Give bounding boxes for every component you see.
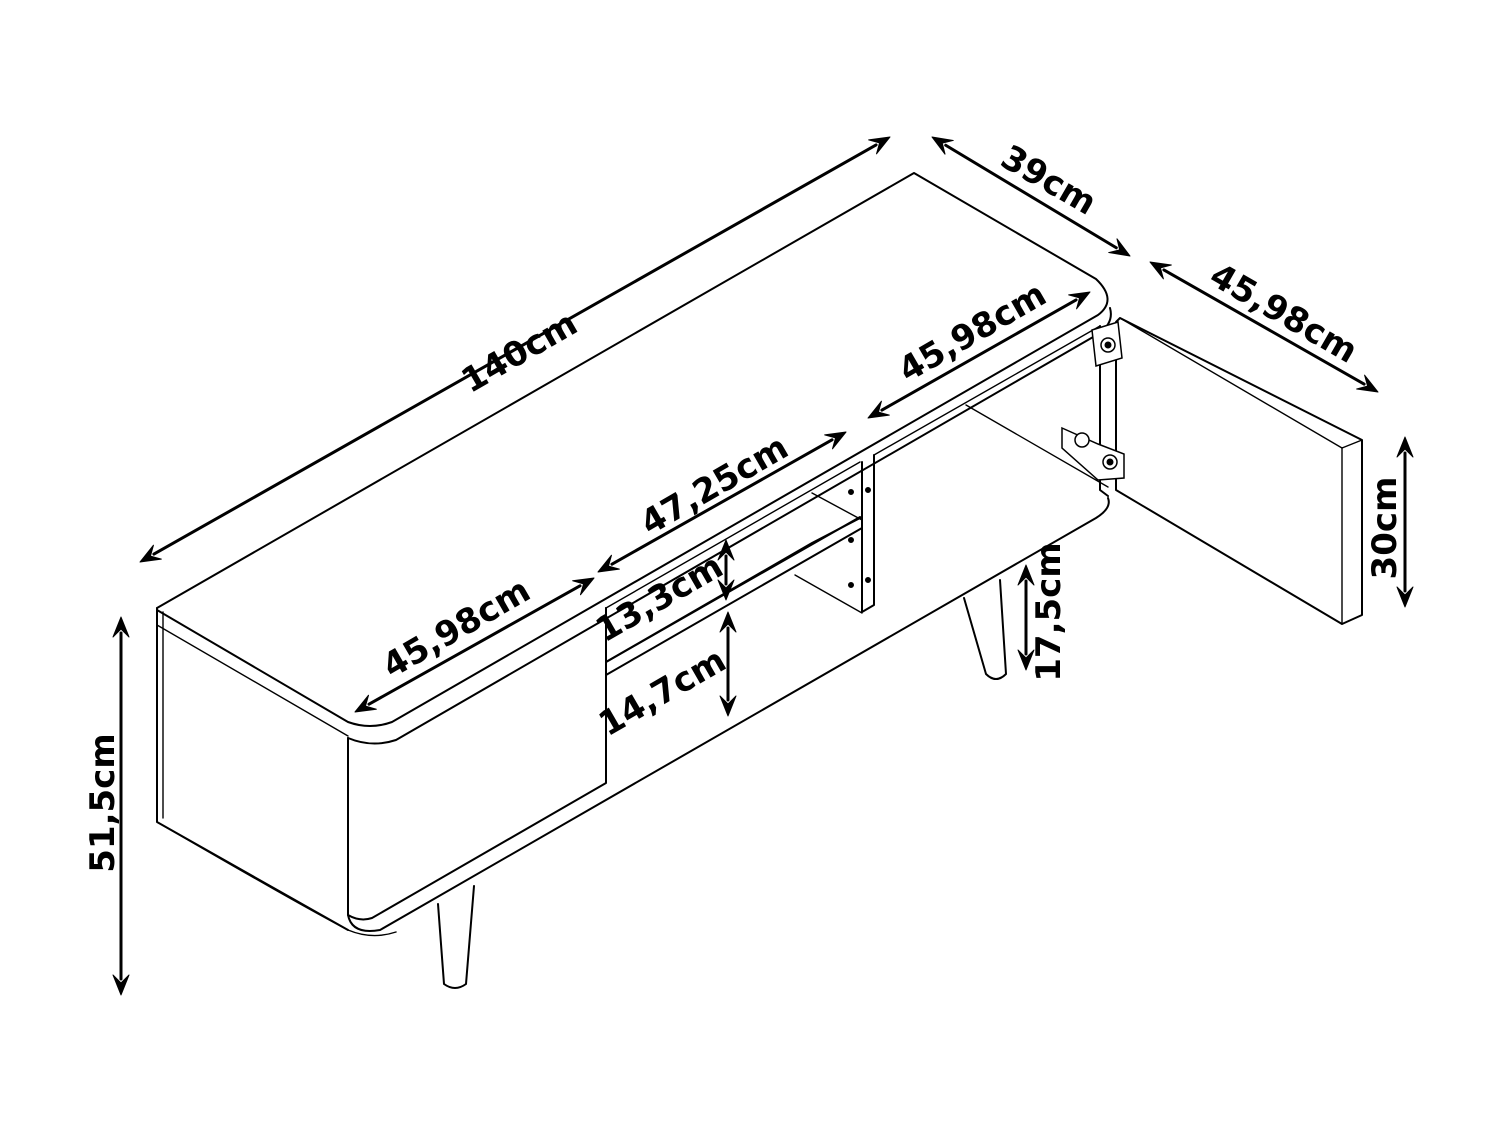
door-width-label: 45,98cm <box>1203 255 1364 371</box>
middle-divider <box>861 454 875 613</box>
hinge-upper <box>1091 321 1123 367</box>
leg-height-arrow <box>1017 564 1035 671</box>
middle-section-width-arrow <box>597 431 847 573</box>
middle-section-width-label: 47,25cm <box>634 427 795 543</box>
dimension-arrows <box>112 136 1414 996</box>
right-door-open <box>1115 317 1363 625</box>
total-height-arrow <box>112 616 130 996</box>
depth-arrow <box>931 136 1131 257</box>
tv-stand-drawing <box>156 172 1363 989</box>
lower-compartment-height-arrow <box>719 611 737 717</box>
left-section-width-label: 45,98cm <box>376 570 537 686</box>
cabinet-top-front-edge <box>347 307 1112 745</box>
right-section-width-arrow <box>867 291 1091 419</box>
door-width-arrow <box>1149 261 1379 393</box>
front-left-leg <box>437 885 475 989</box>
rear-right-leg <box>963 579 1007 680</box>
upper-compartment-height-arrow <box>717 539 735 601</box>
left-section-width-arrow <box>354 577 595 713</box>
cabinet-bottom-edge <box>347 497 1110 932</box>
cabinet-left-side <box>156 607 349 931</box>
door-height-arrow <box>1396 436 1414 608</box>
total-width-arrow <box>139 136 891 563</box>
upper-compartment-height-label: 13,3cm <box>589 546 730 650</box>
leg-height-label: 17,5cm <box>1029 542 1069 681</box>
total-width-label: 140cm <box>455 304 585 402</box>
door-height-label: 30cm <box>1365 477 1405 580</box>
hinge-lower <box>1061 426 1125 481</box>
lower-compartment-height-label: 14,7cm <box>592 640 733 744</box>
cabinet-top-surface <box>156 172 1109 727</box>
depth-label: 39cm <box>994 137 1103 223</box>
total-height-label: 51,5cm <box>83 733 123 872</box>
